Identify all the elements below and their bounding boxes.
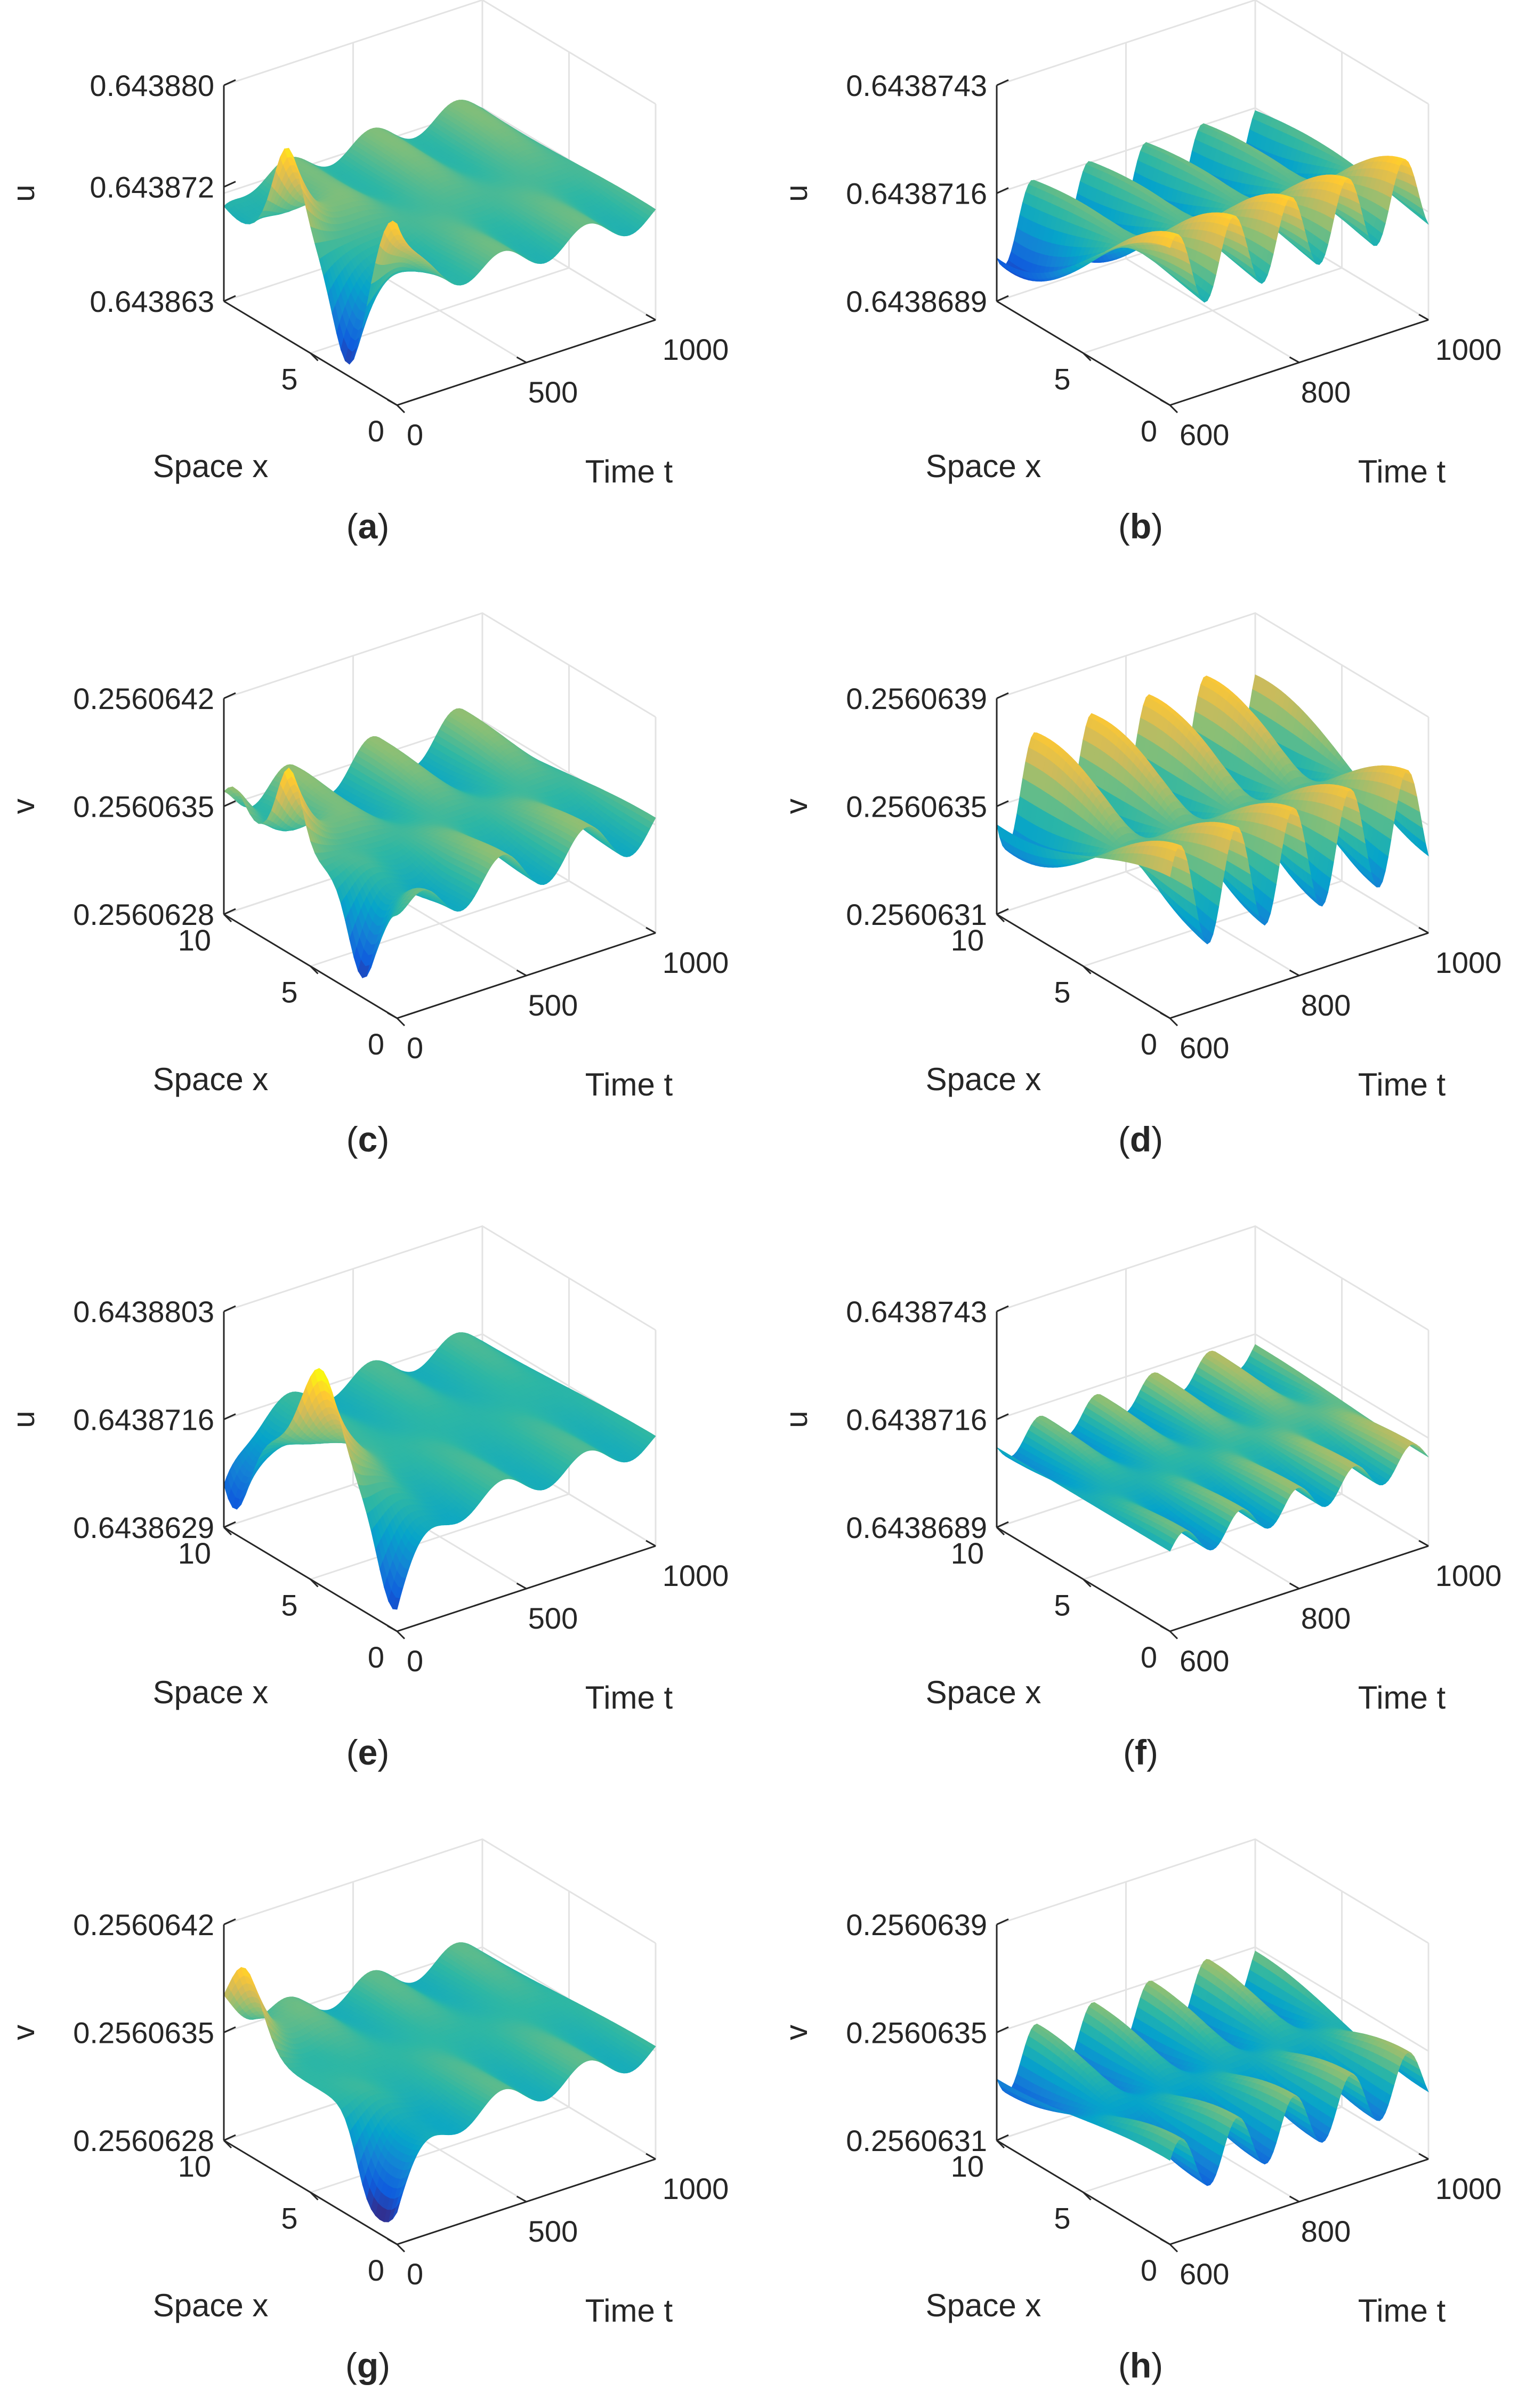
grid-line	[224, 0, 656, 104]
surface	[224, 100, 656, 364]
